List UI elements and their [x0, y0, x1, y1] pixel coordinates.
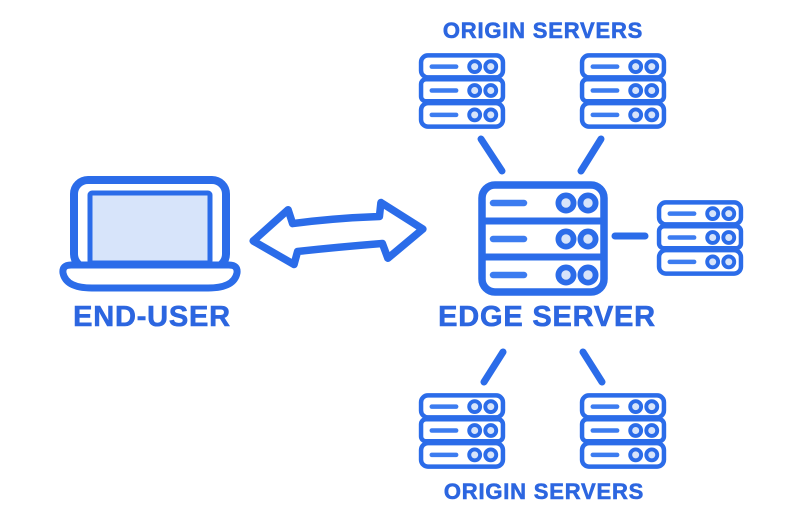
edge-server-icon: [478, 181, 608, 296]
laptop-icon: [59, 176, 241, 292]
server-icon: [579, 393, 667, 469]
origin-servers-top-label: ORIGIN SERVERS: [442, 18, 644, 43]
server-icon: [418, 53, 506, 129]
edge-server-label: EDGE SERVER: [438, 301, 656, 333]
server-icon: [656, 200, 744, 276]
connector-line: [577, 135, 605, 175]
connector-line: [579, 348, 606, 386]
origin-servers-bottom-label: ORIGIN SERVERS: [443, 479, 645, 504]
server-icon: [418, 393, 506, 469]
server-icon: [579, 53, 667, 129]
end-user-label: END-USER: [73, 301, 231, 333]
double-arrow-icon: [249, 198, 427, 269]
connector-line: [480, 348, 507, 386]
connector-line: [477, 135, 506, 175]
